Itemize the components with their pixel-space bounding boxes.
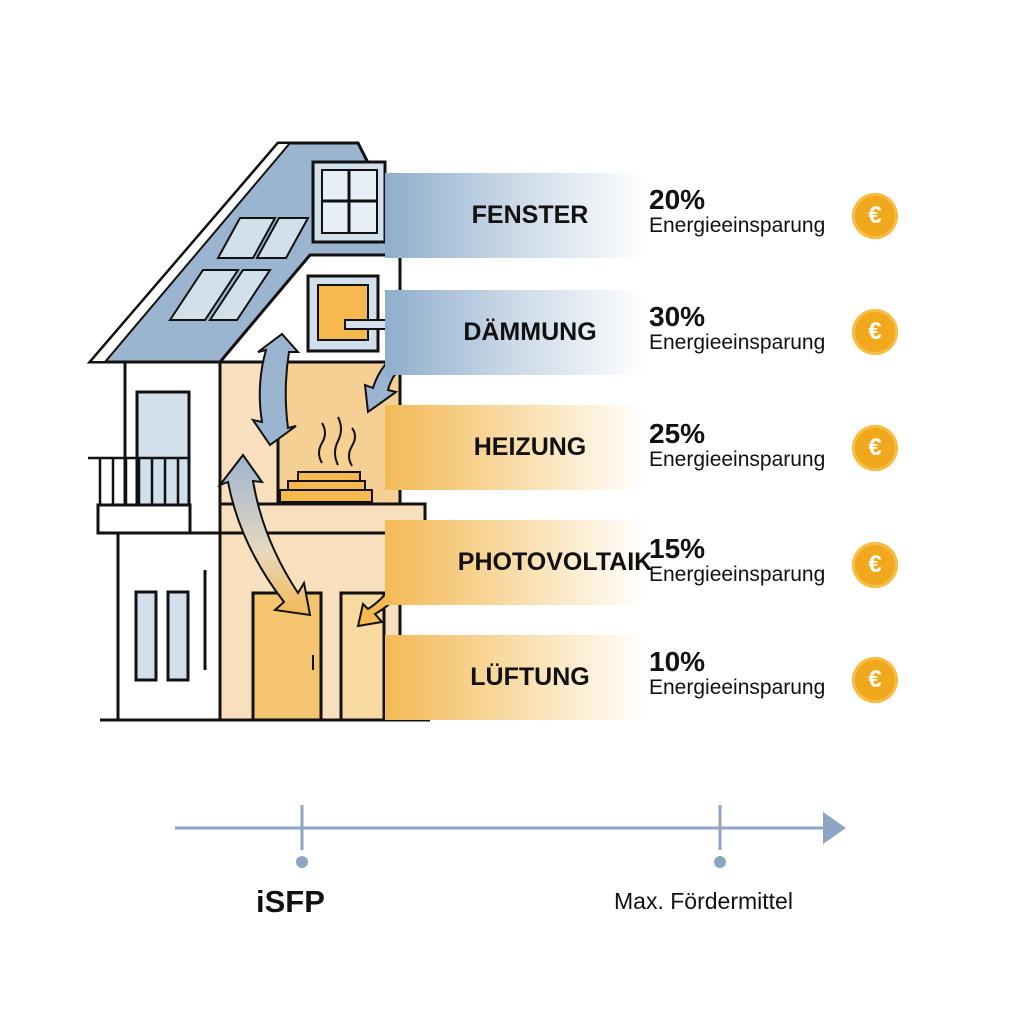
- euro-coin-icon: €: [852, 542, 898, 588]
- measure-band: FENSTER: [385, 173, 645, 258]
- timeline-end-label: Max. Fördermittel: [614, 888, 793, 914]
- measure-label: DÄMMUNG: [463, 318, 597, 346]
- savings-percent: 15%: [649, 533, 706, 564]
- timeline-start-label: iSFP: [256, 884, 325, 919]
- savings-percent: 20%: [649, 184, 706, 215]
- savings-percent: 30%: [649, 301, 706, 332]
- savings-caption: Energieeinsparung: [649, 563, 826, 586]
- dormer-window: [311, 160, 387, 244]
- heating-stack: [279, 471, 373, 503]
- measure-band: DÄMMUNG: [385, 290, 645, 375]
- solar-panels: [168, 217, 310, 321]
- savings-caption: Energieeinsparung: [649, 214, 826, 237]
- euro-coin-icon: €: [852, 657, 898, 703]
- measure-label: PHOTOVOLTAIK: [457, 548, 653, 576]
- savings-percent: 25%: [649, 418, 706, 449]
- savings-percent: 10%: [649, 646, 706, 677]
- savings-caption: Energieeinsparung: [649, 448, 826, 471]
- euro-coin-icon: €: [852, 193, 898, 239]
- measure-band: PHOTOVOLTAIK: [385, 520, 653, 605]
- measure-label: LÜFTUNG: [470, 663, 590, 691]
- measure-label: HEIZUNG: [473, 433, 587, 461]
- measure-band: LÜFTUNG: [385, 635, 645, 720]
- savings-caption: Energieeinsparung: [649, 676, 826, 699]
- savings-caption: Energieeinsparung: [649, 331, 826, 354]
- measure-band: HEIZUNG: [385, 405, 645, 490]
- euro-coin-icon: €: [852, 309, 898, 355]
- measure-label: FENSTER: [471, 201, 589, 229]
- euro-coin-icon: €: [852, 425, 898, 471]
